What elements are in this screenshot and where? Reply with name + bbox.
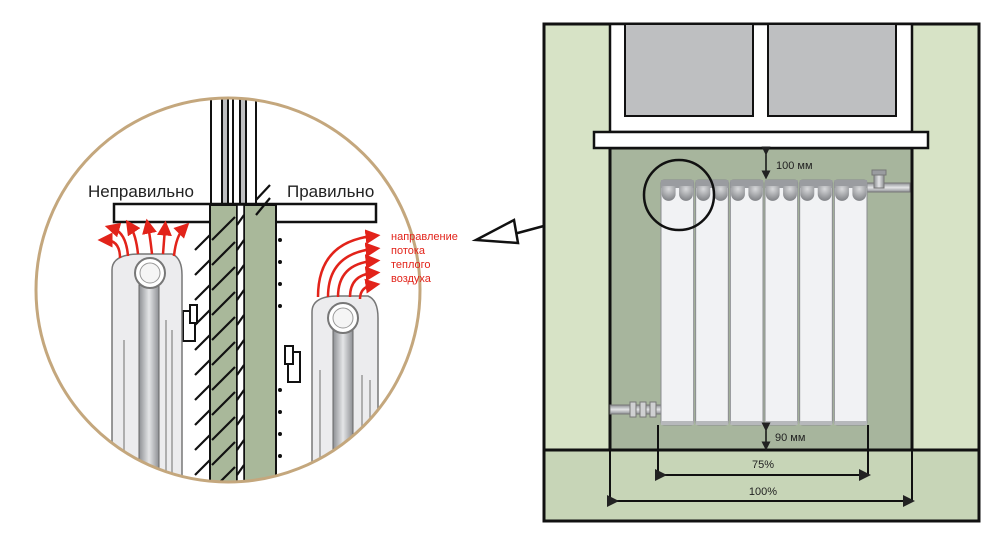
- airflow-arrows-correct: [316, 229, 381, 300]
- label-right: Правильно: [287, 182, 374, 201]
- window: [608, 22, 914, 134]
- radiator-side-wrong: [111, 253, 183, 482]
- dimension-radiator-width: [655, 425, 871, 481]
- detail-marker-circle: [642, 158, 716, 232]
- label-wrong: Неправильно: [88, 182, 194, 201]
- radiator-section: [833, 179, 868, 426]
- top-clearance-label: 100 мм: [776, 160, 813, 172]
- airflow-caption-line: теплого: [391, 259, 431, 271]
- airflow-caption-line: потока: [391, 245, 426, 257]
- bottom-clearance-label: 90 мм: [775, 432, 805, 444]
- radiator-section: [729, 179, 764, 426]
- wall-bracket-left: [182, 304, 198, 342]
- windowsill: [592, 130, 930, 150]
- airflow-caption: направление потока теплого воздуха: [391, 231, 458, 285]
- niche-width-label: 100%: [749, 486, 777, 498]
- radiator-section: [799, 179, 833, 426]
- detail-circle-border: [34, 96, 422, 484]
- detail-circle: [34, 96, 422, 484]
- radiator-front: [660, 179, 868, 426]
- dimension-niche-width: [607, 450, 915, 507]
- radiator-width-label: 75%: [752, 459, 774, 471]
- airflow-caption-line: направление: [391, 231, 458, 243]
- radiator-section: [695, 179, 729, 426]
- airflow-arrows-wrong: [97, 218, 190, 259]
- wall-bracket-right: [284, 345, 301, 383]
- radiator-section: [764, 179, 799, 426]
- floor: [542, 448, 981, 523]
- return-pipe: [609, 401, 663, 418]
- radiator-side-correct: [311, 295, 379, 482]
- front-view: 100 мм 90 мм 75% 100%: [542, 22, 981, 523]
- airflow-caption-line: воздуха: [391, 273, 432, 285]
- radiator-section: [660, 179, 695, 426]
